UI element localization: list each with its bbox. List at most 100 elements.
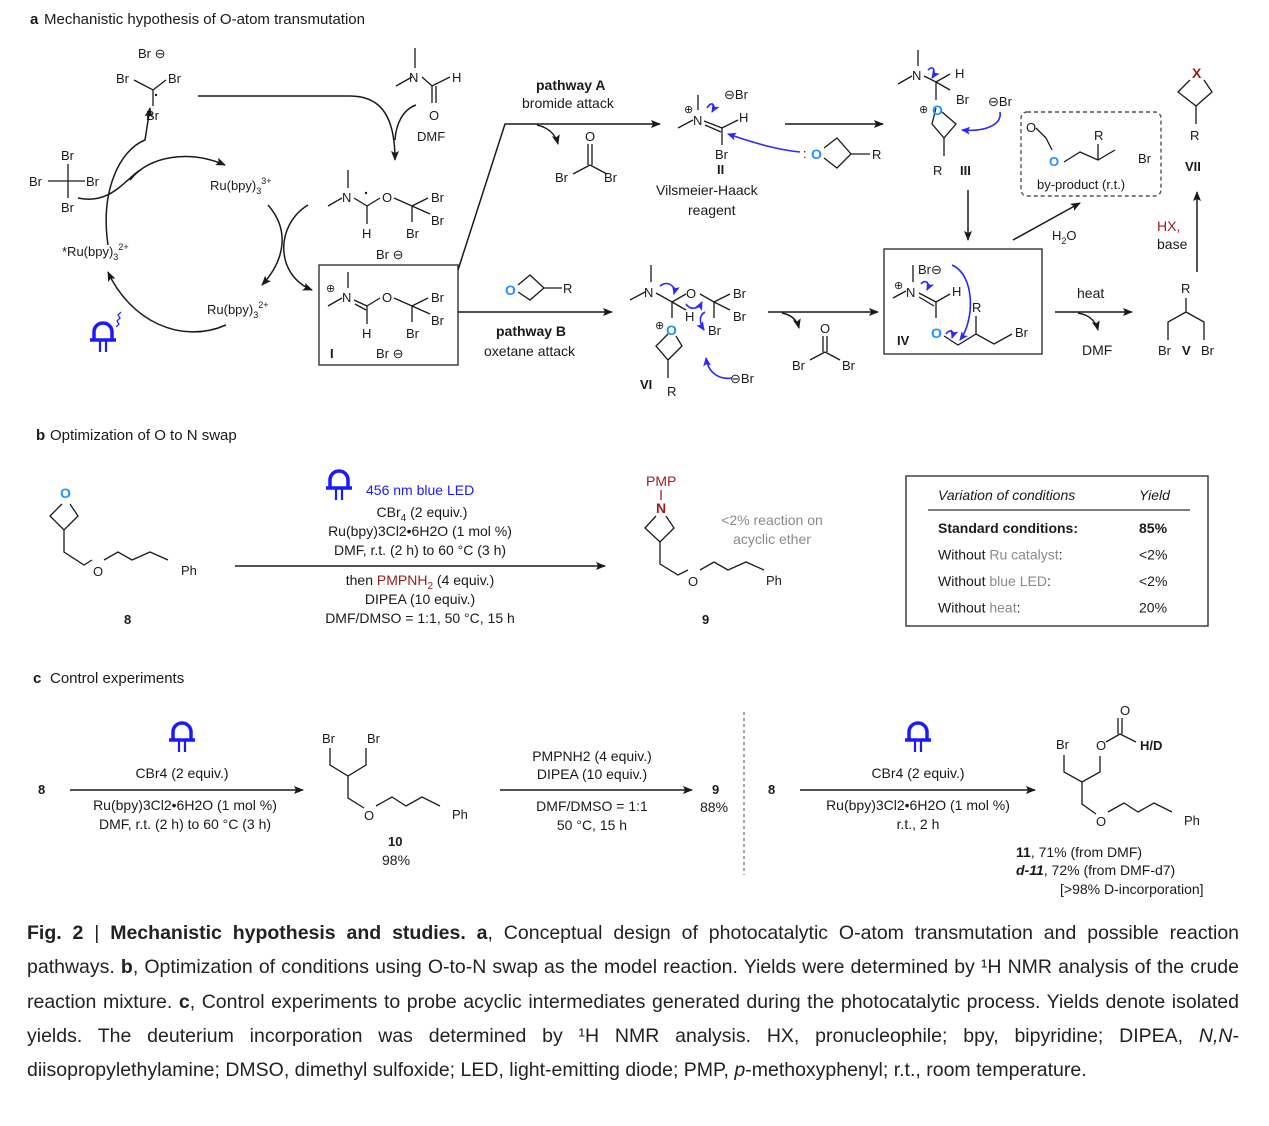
atom-label: N	[342, 290, 351, 305]
electron-push-arrow	[685, 301, 703, 311]
carbonyl-dibromide-b: O Br Br	[792, 321, 856, 373]
compound-label: I	[330, 346, 334, 361]
compound-label: 8	[768, 782, 775, 797]
base-label: base	[1157, 236, 1188, 252]
atom-label: Br	[708, 323, 722, 338]
atom-label: O	[364, 808, 374, 823]
compound-label: II	[717, 162, 724, 177]
panel-b-label: b	[36, 427, 45, 444]
radical-to-dmf-arrow	[198, 95, 399, 161]
cond-cbr4: CBr4 (2 equiv.)	[377, 504, 468, 524]
pathway-a-subtitle: bromide attack	[522, 95, 615, 111]
atom-label: Br	[555, 170, 569, 185]
charge-plus: ⊕	[684, 104, 693, 116]
caption-c-label: c	[178, 990, 190, 1013]
intermediate-IV: Br⊖ ⊕ N H R O Br IV	[883, 248, 1043, 355]
electron-push-arrow	[927, 67, 940, 79]
atom-label: Br	[431, 190, 445, 205]
exp2-base: DIPEA (10 equiv.)	[537, 766, 647, 782]
atom-label: Br	[29, 174, 43, 189]
atom-label: Br	[1158, 343, 1172, 358]
atom-label: H	[362, 226, 371, 241]
panel-c-label: c	[33, 670, 41, 687]
dmf-out-label: DMF	[1082, 342, 1112, 358]
table-header-yield: Yield	[1139, 487, 1171, 503]
nitrogen-atom: N	[656, 500, 666, 516]
led-label: 456 nm blue LED	[366, 482, 474, 498]
table-row-yield: 85%	[1139, 520, 1168, 536]
heat-label: heat	[1077, 285, 1104, 301]
exp2-solvent: DMF/DMSO = 1:1	[536, 798, 648, 814]
atom-label: O	[688, 574, 698, 589]
atom-label: Br	[406, 326, 420, 341]
atom-label: R	[1181, 281, 1190, 296]
exp1-catalyst: Ru(bpy)3Cl2•6H2O (1 mol %)	[93, 797, 277, 813]
exp3-catalyst: Ru(bpy)3Cl2•6H2O (1 mol %)	[826, 797, 1010, 813]
cycle-arrow-to-excited	[107, 271, 227, 333]
table-header-conditions: Variation of conditions	[938, 487, 1075, 503]
panel-b-title: Optimization of O to N swap	[50, 427, 237, 444]
starting-material-8: O O Ph 8	[49, 485, 197, 627]
caption-p: p	[734, 1059, 746, 1082]
blue-led-icon	[903, 721, 933, 754]
figure: a Mechanistic hypothesis of O-atom trans…	[29, 11, 1215, 897]
caption-separator: |	[83, 922, 111, 944]
atom-label: Br	[116, 71, 130, 86]
caption-nn-text: -diisopropylethylamine; DMSO, dimethyl s…	[27, 1024, 1239, 1082]
exp2-amine: PMPNH2 (4 equiv.)	[532, 748, 652, 764]
atom-label: O	[1096, 738, 1106, 753]
compound-label: 9	[702, 612, 709, 627]
atom-label: R	[872, 147, 881, 162]
atom-label: Br	[431, 313, 445, 328]
product-11: Br O O H/D O Ph	[1056, 703, 1200, 829]
note-line-2: acyclic ether	[733, 531, 811, 547]
byproduct-label: by-product (r.t.)	[1037, 177, 1125, 192]
atom-label: Br	[61, 148, 75, 163]
heteroatom-x: X	[1192, 65, 1202, 81]
cycle-arrow-to-ru2	[261, 204, 283, 286]
cond-solvent: DMF/DMSO = 1:1, 50 °C, 15 h	[325, 610, 515, 626]
atom-label: Br	[1201, 343, 1215, 358]
atom-label: Br	[842, 358, 856, 373]
compound-label: VI	[640, 377, 652, 392]
compound-label: 8	[124, 612, 131, 627]
charge-plus: ⊕	[919, 104, 928, 116]
dmf-molecule: N H O DMF	[395, 48, 461, 144]
product-VII: X R VII	[1177, 65, 1213, 174]
table-row-yield: 20%	[1139, 600, 1167, 616]
bromide-anion-label: Br ⊖	[376, 346, 404, 361]
caption-title: Mechanistic hypothesis and studies.	[110, 922, 466, 944]
panel-c-title: Control experiments	[50, 670, 184, 687]
caption-a-text: , Conceptual design of photocatalytic O-…	[27, 922, 1240, 979]
oxetane-pathway-b: O R	[505, 274, 572, 301]
atom-label: H	[685, 309, 694, 324]
note-line-1: <2% reaction on	[721, 512, 823, 528]
blue-led-icon	[167, 721, 197, 754]
conditions-table: Variation of conditions Yield Standard c…	[905, 475, 1209, 627]
atom-label: O	[429, 108, 439, 123]
electron-push-arrow	[951, 264, 972, 341]
ru3-label: Ru(bpy)33+	[210, 176, 272, 196]
atom-label: H	[739, 110, 748, 125]
atom-label: Br	[733, 286, 747, 301]
bromide-anion-label: ⊖Br	[724, 87, 749, 102]
carbonyl-dibromide-a: O Br Br	[555, 129, 618, 185]
electron-push-arrow	[659, 282, 680, 295]
atom-label: N	[342, 190, 351, 205]
cond-amine: then PMPNH2 (4 equiv.)	[346, 572, 494, 592]
oxygen-atom: O	[931, 325, 942, 341]
atom-label: O	[1026, 120, 1036, 135]
yield-label: 98%	[382, 852, 410, 868]
bromide-anion-label: Br⊖	[918, 262, 942, 277]
atom-label: Br	[86, 174, 100, 189]
atom-label: Ph	[452, 807, 468, 822]
oxetane-nucleophile: : O R	[803, 137, 881, 169]
exp3-temperature: r.t., 2 h	[897, 816, 940, 832]
product-9: PMP N O Ph 9	[644, 473, 782, 627]
figure-svg: a Mechanistic hypothesis of O-atom trans…	[29, 11, 1215, 897]
radical-adduct: N O Br Br H Br Br ⊖	[327, 170, 445, 262]
atom-label: H	[955, 66, 964, 81]
caption-b-text: , Optimization of conditions using O-to-…	[27, 956, 1239, 1013]
oxygen-atom: O	[932, 102, 943, 118]
atom-label: Ph	[766, 573, 782, 588]
